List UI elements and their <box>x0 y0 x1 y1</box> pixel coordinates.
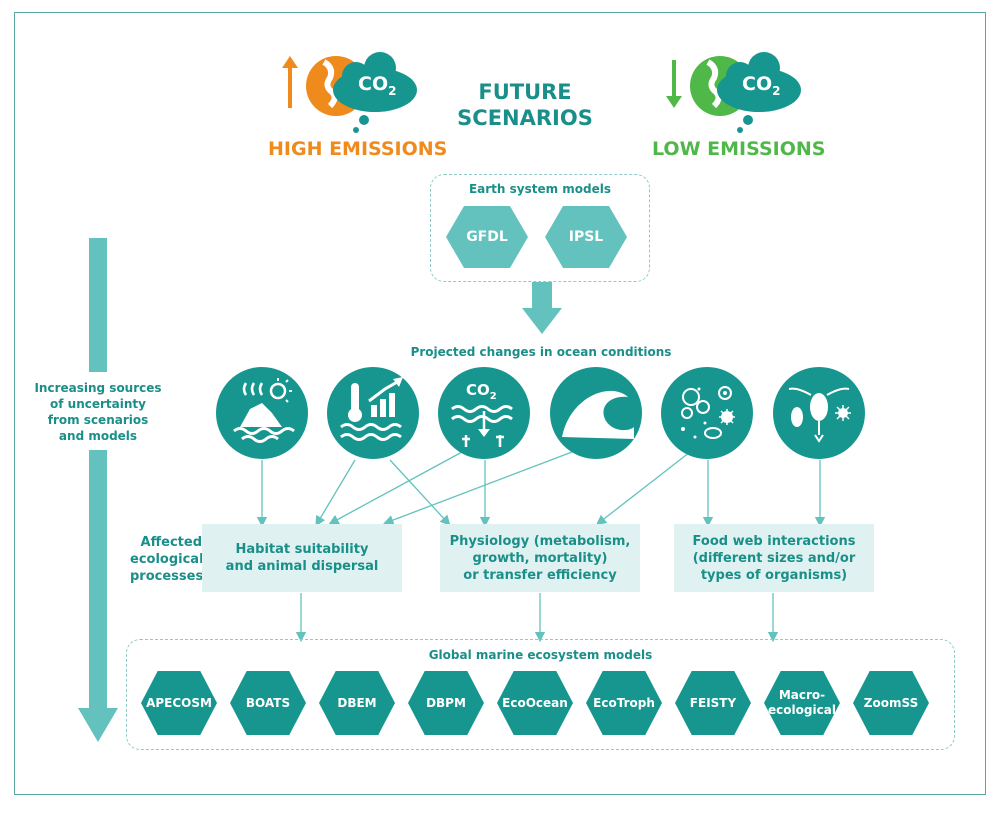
physiology-process-box: Physiology (metabolism,growth, mortality… <box>440 524 640 592</box>
zooplankton-icon <box>773 367 865 459</box>
processes-label: Affected ecological processes <box>130 535 204 584</box>
marine-models-box <box>126 639 955 750</box>
earth-system-models-box <box>430 174 650 282</box>
ice-melt-icon <box>216 367 308 459</box>
acidification-icon <box>438 367 530 459</box>
uncertainty-arrow <box>78 238 118 742</box>
high-emissions-label: HIGH EMISSIONS <box>268 138 448 160</box>
feisty-model: FEISTY <box>675 671 751 735</box>
dbem-model: DBEM <box>319 671 395 735</box>
page-title: FUTURE SCENARIOS <box>457 80 593 130</box>
figure-frame <box>14 12 986 795</box>
macroecological-model: Macro-ecological <box>764 671 840 735</box>
esm-down-arrow <box>522 282 562 334</box>
high-emissions-icon <box>282 52 417 133</box>
ecoocean-model: EcoOcean <box>497 671 573 735</box>
apecosm-model: APECOSM <box>141 671 217 735</box>
earth-system-models-label: Earth system models <box>468 182 612 196</box>
ipsl-model: IPSL <box>545 206 627 268</box>
zoomss-model: ZoomSS <box>853 671 929 735</box>
marine-models-label: Global marine ecosystem models <box>428 648 653 662</box>
ocean-conditions-label: Projected changes in ocean conditions <box>410 345 672 359</box>
boats-model: BOATS <box>230 671 306 735</box>
high-co2-label: CO2 <box>358 73 397 98</box>
low-emissions-label: LOW EMISSIONS <box>652 138 826 160</box>
food-web-process-box: Food web interactions(different sizes an… <box>674 524 874 592</box>
dbpm-model: DBPM <box>408 671 484 735</box>
warming-icon <box>327 367 419 459</box>
acidification-co2-label: CO2 <box>466 381 497 402</box>
low-emissions-icon <box>666 52 801 133</box>
plankton-icon <box>661 367 753 459</box>
gfdl-model: GFDL <box>446 206 528 268</box>
uncertainty-label: Increasing sources of uncertainty from s… <box>34 381 162 443</box>
ecotroph-model: EcoTroph <box>586 671 662 735</box>
wave-icon <box>550 367 642 459</box>
low-co2-label: CO2 <box>742 73 781 98</box>
